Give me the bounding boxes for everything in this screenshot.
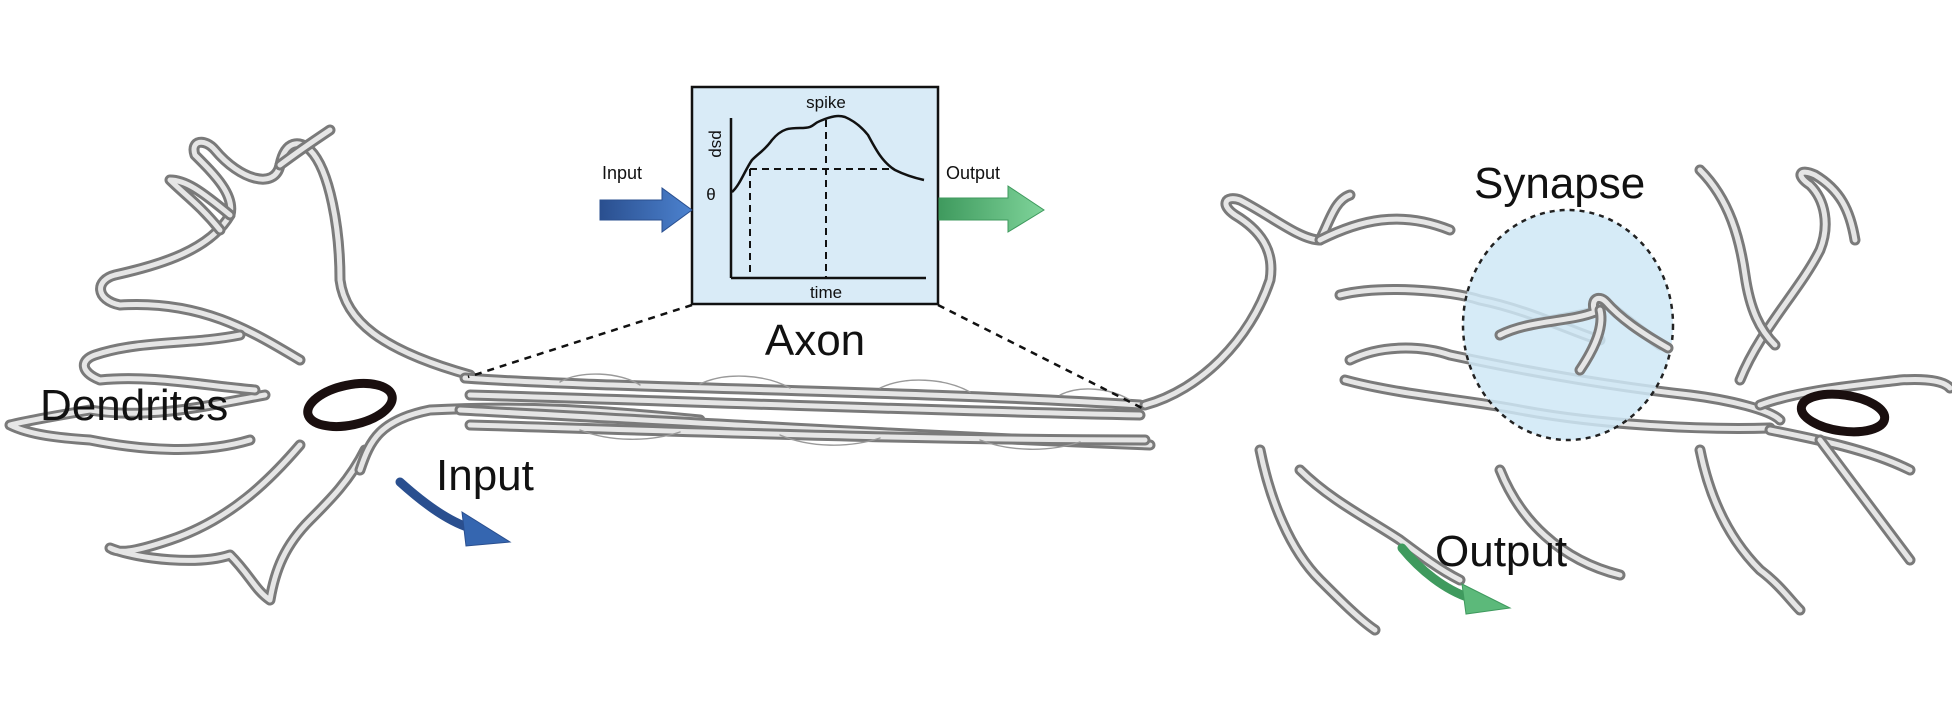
dendrites-label: Dendrites: [40, 381, 228, 430]
inset-output-label: Output: [946, 163, 1000, 183]
output-label: Output: [1435, 527, 1567, 576]
inset-time-label: time: [810, 283, 842, 302]
inset-psp-label: psp: [708, 130, 727, 157]
left-nucleus: [303, 378, 397, 432]
synapse-region: [1461, 208, 1675, 442]
synapse-branch: [1494, 292, 1674, 376]
left-neuron: [4, 124, 706, 606]
inset-box: [690, 85, 940, 306]
inset-input-arrow: [599, 187, 693, 233]
right-nucleus: [1796, 389, 1890, 437]
input-label: Input: [436, 451, 534, 500]
inset-input-label: Input: [602, 163, 642, 183]
inset-output-arrow: [938, 185, 1045, 233]
inset-spike-label: spike: [806, 93, 846, 112]
axon-bundle: [454, 372, 1156, 451]
input-arrow: [395, 477, 512, 547]
synapse-label: Synapse: [1474, 159, 1645, 208]
psp-curve: [731, 114, 925, 193]
zoom-line-left: [467, 303, 693, 379]
output-arrow: [1397, 543, 1512, 615]
inset-theta-label: θ: [706, 185, 715, 204]
axon-inset: spike psp θ time Input Output: [599, 85, 1045, 306]
axon-label: Axon: [765, 316, 865, 365]
